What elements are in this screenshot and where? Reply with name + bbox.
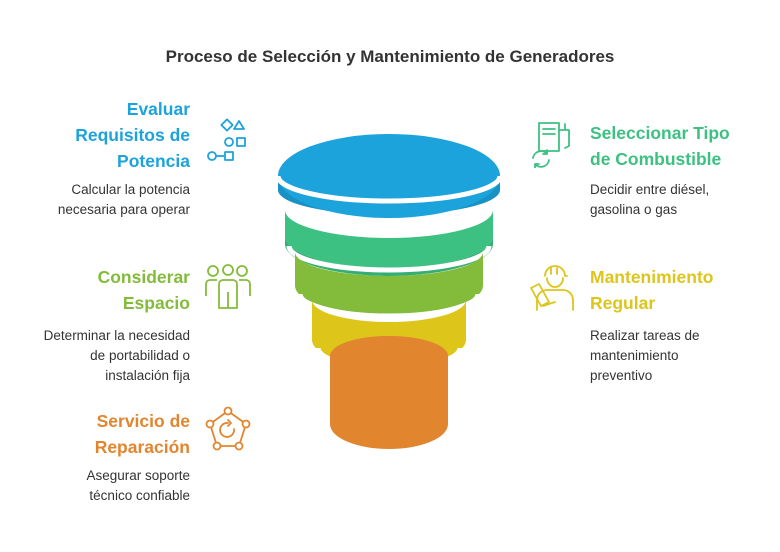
funnel-layer-3: [295, 252, 483, 319]
funnel-layer-1: [275, 134, 503, 218]
step-4-heading: Mantenimiento Regular: [590, 267, 714, 313]
step-2-heading: Seleccionar Tipo de Combustible: [590, 123, 730, 169]
step-1-heading: Evaluar Requisitos de Potencia: [75, 99, 190, 171]
people-icon: [205, 264, 251, 309]
step-1-description: Calcular la potencia necesaria para oper…: [57, 182, 190, 217]
diagram-title: Proceso de Selección y Mantenimiento de …: [165, 47, 615, 66]
step-5-heading: Servicio de Reparación: [94, 411, 190, 457]
shapes-icon: [207, 118, 246, 161]
step-5-description: Asegurar soporte técnico confiable: [86, 468, 190, 503]
step-3-description: Determinar la necesidad de portabilidad …: [43, 328, 190, 383]
worker-icon: [530, 265, 574, 311]
fuel-pump-icon: [532, 122, 570, 168]
funnel-layer-5: [330, 336, 448, 449]
step-2-description: Decidir entre diésel, gasolina o gas: [590, 182, 710, 217]
repair-cycle-icon: [205, 406, 251, 451]
step-4-description: Realizar tareas de mantenimiento prevent…: [590, 328, 700, 383]
step-3-heading: Considerar Espacio: [97, 267, 190, 313]
funnel-layer-2: [285, 210, 493, 276]
